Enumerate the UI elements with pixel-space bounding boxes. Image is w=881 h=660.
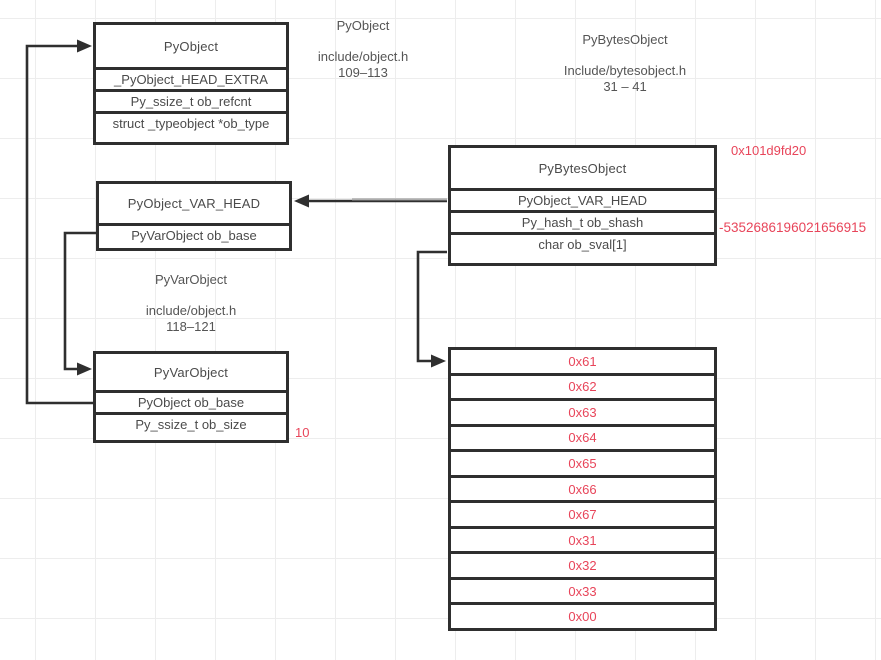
struct-box-pyvarobject: PyVarObject PyObject ob_base Py_ssize_t … (93, 351, 289, 443)
struct-field: PyObject_VAR_HEAD (451, 188, 714, 210)
source-label-title: PyVarObject (154, 272, 227, 287)
arrow-obsval-to-byte-array (416, 250, 447, 368)
memory-address-value: 0x101d9fd20 (731, 143, 807, 158)
struct-field: PyObject ob_base (96, 390, 286, 412)
struct-box-pyobject: PyObject _PyObject_HEAD_EXTRA Py_ssize_t… (93, 22, 289, 145)
source-label-pybytesobject: PyBytesObject Include/bytesobject.h 31 –… (540, 32, 710, 95)
arrow-pyvarobject-obbase-to-pyobject (25, 39, 93, 405)
byte-cell: 0x33 (451, 576, 714, 603)
struct-title-pyvarobject: PyVarObject (153, 364, 229, 380)
struct-field: _PyObject_HEAD_EXTRA (96, 67, 286, 89)
source-label-lines: 118–121 (166, 319, 216, 334)
struct-box-pyobject-var-head: PyObject_VAR_HEAD PyVarObject ob_base (96, 181, 292, 251)
byte-array-box: 0x61 0x62 0x63 0x64 0x65 0x66 0x67 0x31 … (448, 347, 717, 631)
source-label-title: PyBytesObject (582, 32, 668, 47)
hash-value: -5352686196021656915 (719, 220, 867, 235)
struct-field: Py_hash_t ob_shash (451, 210, 714, 232)
byte-cell: 0x66 (451, 474, 714, 501)
source-label-lines: 109–113 (338, 65, 388, 80)
byte-cell: 0x63 (451, 398, 714, 424)
struct-field: PyVarObject ob_base (99, 223, 289, 245)
ob-size-value: 10 (295, 425, 310, 440)
arrow-pybytes-varhead-to-varhead-box (294, 194, 447, 208)
source-label-pyvarobject: PyVarObject include/object.h 118–121 (106, 272, 276, 335)
source-label-lines: 31 – 41 (603, 79, 647, 94)
struct-box-pybytesobject: PyBytesObject PyObject_VAR_HEAD Py_hash_… (448, 145, 717, 266)
source-label-pyobject: PyObject include/object.h 109–113 (278, 18, 448, 81)
byte-cell: 0x32 (451, 551, 714, 577)
byte-cell: 0x00 (451, 602, 714, 628)
arrowhead-icon (77, 39, 92, 53)
struct-title-pybytesobject: PyBytesObject (538, 160, 627, 176)
source-label-file: include/object.h (145, 303, 237, 318)
struct-field: Py_ssize_t ob_refcnt (96, 89, 286, 111)
arrowhead-icon (294, 194, 309, 208)
source-label-title: PyObject (336, 18, 390, 33)
source-label-file: Include/bytesobject.h (563, 63, 687, 78)
byte-cell: 0x61 (568, 353, 597, 369)
byte-cell: 0x65 (451, 449, 714, 475)
struct-title-pyobject-var-head: PyObject_VAR_HEAD (127, 196, 261, 211)
struct-field: struct _typeobject *ob_type (96, 111, 286, 133)
struct-field: Py_ssize_t ob_size (96, 412, 286, 434)
arrowhead-icon (77, 362, 92, 376)
struct-field: char ob_sval[1] (451, 232, 714, 254)
byte-cell: 0x62 (451, 372, 714, 399)
byte-cell: 0x64 (451, 423, 714, 450)
byte-cell: 0x31 (451, 525, 714, 552)
source-label-file: include/object.h (317, 49, 409, 64)
arrowhead-icon (431, 354, 446, 368)
struct-title-pyobject: PyObject (163, 38, 219, 54)
byte-cell: 0x67 (451, 500, 714, 526)
